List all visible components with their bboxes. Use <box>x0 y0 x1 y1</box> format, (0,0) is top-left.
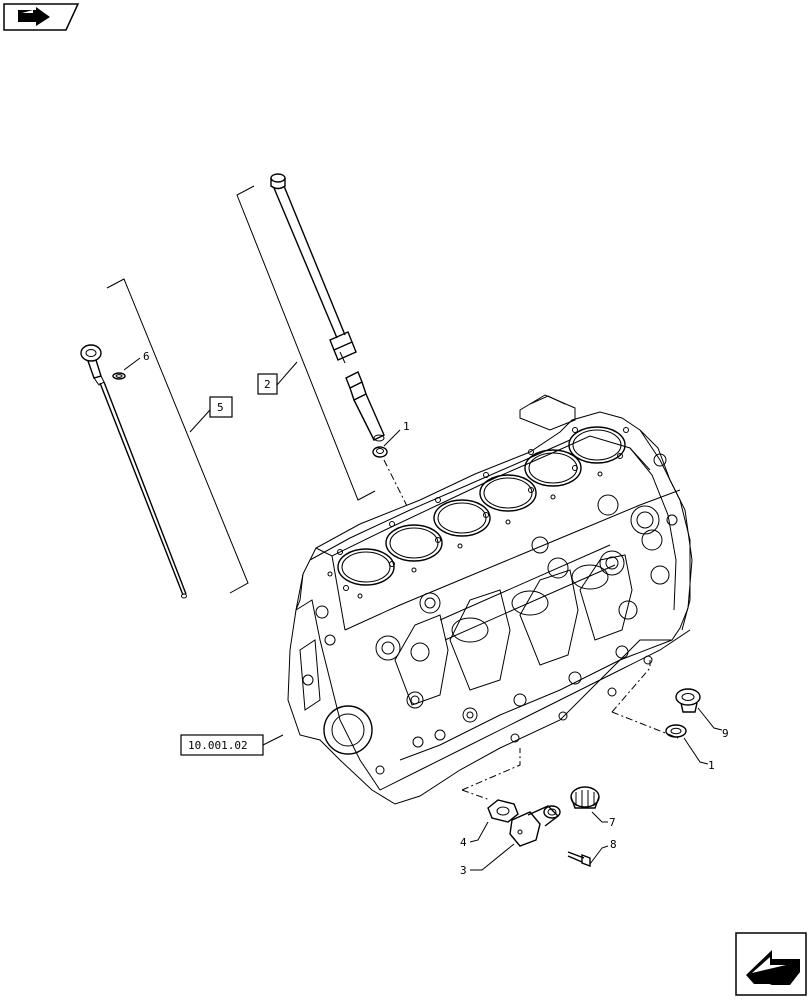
reference-label[interactable]: 10.001.02 <box>188 739 248 752</box>
callout-2-box[interactable]: 2 <box>257 373 278 395</box>
oil-level-sensor <box>509 805 561 847</box>
callout-5[interactable]: 5 <box>217 401 224 414</box>
reference-box[interactable]: 10.001.02 <box>180 734 264 756</box>
callout-5-box[interactable]: 5 <box>209 396 233 418</box>
sensor-centerline <box>461 748 521 791</box>
callout-7[interactable]: 7 <box>609 816 616 829</box>
washer-right <box>665 724 687 738</box>
callout-1-top[interactable]: 1 <box>403 420 410 433</box>
callout-9[interactable]: 9 <box>722 727 729 740</box>
tube-centerline <box>383 459 411 513</box>
sensor-bolt <box>567 851 591 868</box>
dipstick <box>80 344 187 599</box>
plug-centerline-b <box>611 711 679 739</box>
sensor-cap <box>570 786 600 809</box>
callout-leaders <box>123 357 723 871</box>
bracket-tube <box>236 185 376 501</box>
head-bolt-holes <box>327 427 629 599</box>
page-forward-arrow-icon[interactable] <box>735 932 807 996</box>
bracket-dipstick <box>106 278 249 594</box>
callout-8[interactable]: 8 <box>610 838 617 851</box>
dipstick-tube <box>270 173 385 442</box>
sensor-centerline-b <box>461 789 491 801</box>
washer-top <box>372 446 388 458</box>
callout-1-right[interactable]: 1 <box>708 759 715 772</box>
sensor-gasket <box>487 799 519 823</box>
o-ring <box>112 372 126 380</box>
plug-centerline-a <box>611 660 651 713</box>
callout-6[interactable]: 6 <box>143 350 150 363</box>
engine-block <box>287 394 693 805</box>
drain-plug <box>675 688 701 713</box>
cylinder-bores <box>337 426 626 586</box>
callout-2[interactable]: 2 <box>264 378 271 391</box>
callout-4[interactable]: 4 <box>460 836 467 849</box>
page-back-arrow-icon[interactable] <box>3 3 80 31</box>
callout-3[interactable]: 3 <box>460 864 467 877</box>
